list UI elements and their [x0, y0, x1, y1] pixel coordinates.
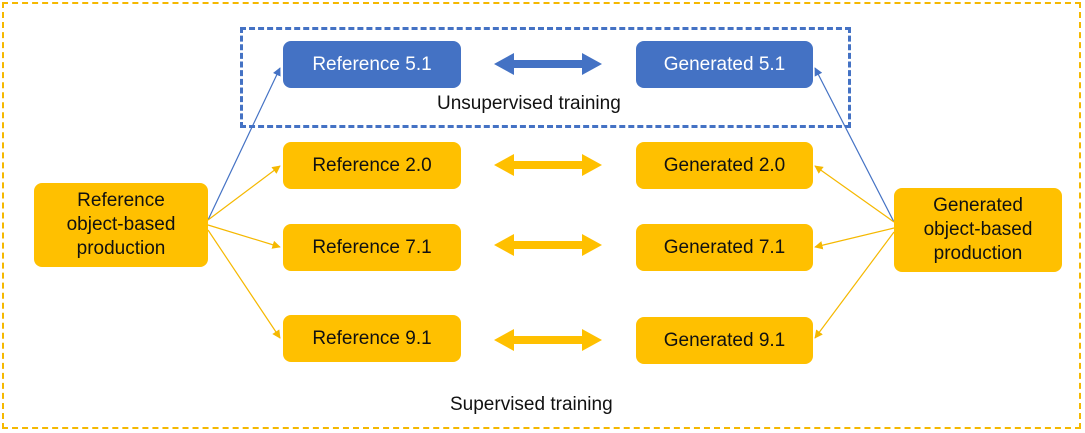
double-arrow-2-0 [494, 154, 602, 176]
arrow-left-to-reference-5-1 [207, 67, 281, 221]
arrow-left-to-reference-9-1 [207, 229, 281, 339]
arrow-right-to-generated-5-1 [814, 67, 895, 223]
arrow-right-to-generated-2-0 [814, 165, 895, 223]
double-arrow-9-1 [494, 329, 602, 351]
reference-2-0-node: Reference 2.0 [283, 142, 461, 189]
reference-7-1-node: Reference 7.1 [283, 224, 461, 271]
generated-9-1-node: Generated 9.1 [636, 317, 813, 364]
double-arrow-7-1 [494, 234, 602, 256]
double-arrow-5-1 [494, 53, 602, 75]
unsupervised-training-label: Unsupervised training [437, 93, 621, 114]
supervised-training-label: Supervised training [450, 394, 613, 415]
arrow-right-to-generated-9-1 [814, 231, 895, 339]
arrow-left-to-reference-2-0 [207, 165, 281, 221]
generated-2-0-node: Generated 2.0 [636, 142, 813, 189]
reference-5-1-node: Reference 5.1 [283, 41, 461, 88]
left-source-node: Reference object-based production [34, 183, 208, 267]
arrow-left-to-reference-7-1 [207, 224, 281, 249]
reference-9-1-node: Reference 9.1 [283, 315, 461, 362]
arrow-right-to-generated-7-1 [814, 227, 895, 250]
unsupervised-training-region [240, 27, 851, 128]
generated-7-1-node: Generated 7.1 [636, 224, 813, 271]
generated-5-1-node: Generated 5.1 [636, 41, 813, 88]
right-source-node: Generated object-based production [894, 188, 1062, 272]
